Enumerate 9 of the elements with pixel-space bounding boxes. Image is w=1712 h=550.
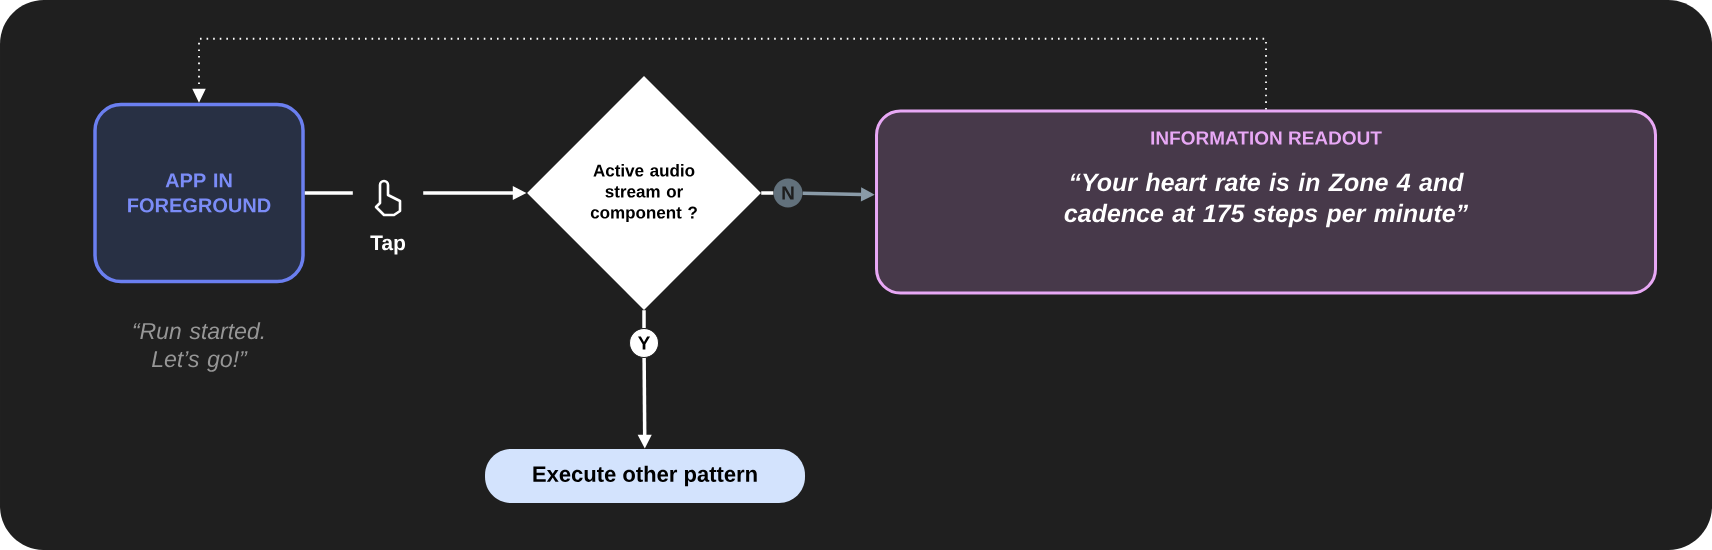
readout-quote: “Your heart rate is in Zone 4 and cadence at 175 steps per minute” bbox=[1064, 172, 1469, 228]
yes-badge: Y bbox=[629, 328, 659, 358]
process-box: APP IN FOREGROUND bbox=[93, 102, 305, 284]
quote-text: “Run started. Let’s go!” bbox=[133, 322, 264, 372]
arrow bbox=[192, 37, 1267, 111]
readout-title: INFORMATION READOUT bbox=[1151, 131, 1382, 145]
result-pill: Execute other pattern bbox=[485, 449, 805, 503]
tap-label: Tap bbox=[370, 235, 406, 255]
no-badge: N bbox=[773, 178, 803, 208]
